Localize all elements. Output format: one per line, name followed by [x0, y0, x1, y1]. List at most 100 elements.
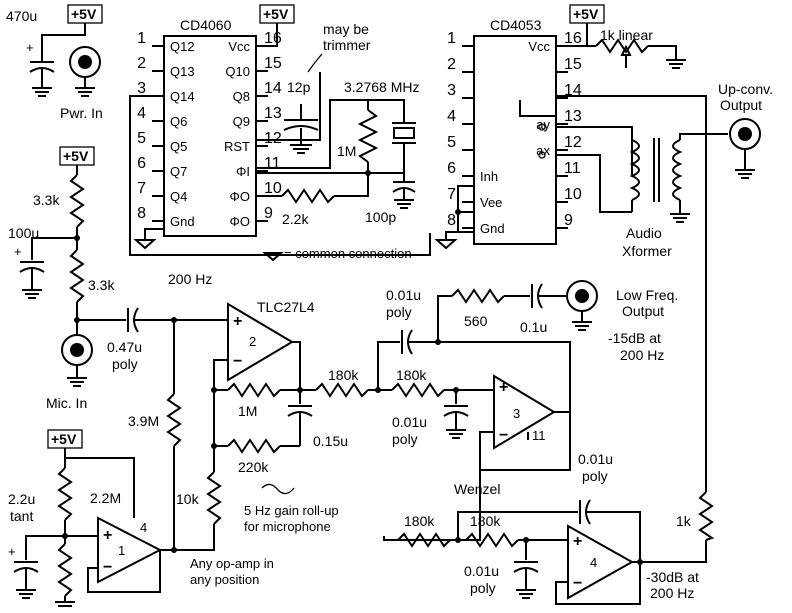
cd4060-pin-name: Q14 [170, 89, 195, 104]
cd4060-pin-name: Q7 [170, 164, 187, 179]
cd4053-pin-name: Inh [480, 169, 498, 184]
freq-200hz: 200 Hz [168, 271, 212, 287]
cd4053-pin-number: 1 [447, 30, 456, 47]
cd4053-pin-number: 9 [564, 212, 573, 229]
r-2-2m-value: 2.2M [90, 490, 121, 506]
opamp-1-stage: +5V 2.2M 2.2u tant + + − 1 4 Any op-amp … [8, 429, 274, 607]
cd4053-pin-number: 2 [447, 56, 456, 73]
xformer-label: Audio [626, 225, 662, 241]
supply-label: +5V [63, 148, 89, 164]
cd4060-pin-number: 8 [137, 205, 146, 222]
cd4053-pin-number: 6 [447, 160, 456, 177]
cd4053-pin-number: 10 [564, 186, 582, 203]
cd4053-body [473, 35, 557, 245]
cap-001u-value: 0.01u [392, 414, 427, 430]
r-1k-value: 1k [676, 513, 692, 529]
cap-001u-value: 0.01u [386, 287, 421, 303]
cap-2-2u-value: 2.2u [8, 491, 35, 507]
svg-text:+: + [8, 544, 16, 559]
svg-text:+: + [14, 244, 22, 259]
cd4060-pin-number: 16 [264, 30, 282, 47]
cap-047u-type: poly [112, 356, 138, 372]
db30-label: -30dB at [646, 569, 699, 585]
cd4053-pin-name: ax [536, 143, 550, 158]
cap-01u-value: 0.1u [520, 319, 547, 335]
cd4060-pin-number: 10 [264, 180, 282, 197]
switch-ax-contact [538, 151, 546, 159]
opamp-3-number: 3 [513, 406, 520, 421]
opamp-3 [493, 374, 556, 450]
low-freq-label: Low Freq. [616, 287, 678, 303]
r-220k-value: 220k [238, 459, 269, 475]
opamp-2 [227, 302, 294, 382]
cap-015u-value: 0.15u [313, 433, 348, 449]
opamp-note: Any op-amp in [190, 556, 274, 571]
cd4060-pin-name: Q6 [170, 114, 187, 129]
opamp-4-stage: 180k 180k 0.01u poly 0.01u poly + − 4 1k… [383, 451, 715, 605]
opamp-2-number: 2 [249, 334, 256, 349]
opamp-4 [567, 524, 635, 600]
wenzel-label: Wenzel [454, 481, 500, 497]
cap-001u-type: poly [582, 468, 608, 484]
opamp-pin-4: 4 [140, 520, 147, 535]
cap-100p-value: 100p [365, 209, 396, 225]
cd4060-pin-number: 5 [137, 130, 146, 147]
cd4060-pin-name: RST [224, 139, 250, 154]
bias-3-9m-value: 3.9M [128, 413, 159, 429]
cap-2-2u-type: tant [10, 508, 33, 524]
svg-text:+: + [573, 533, 582, 550]
cap-001u-value: 0.01u [464, 563, 499, 579]
svg-text:+: + [233, 313, 242, 330]
svg-text:+: + [26, 40, 34, 55]
cd4053-pin-name: Gnd [480, 221, 505, 236]
cd4053-pin-number: 15 [564, 56, 582, 73]
r-180k-value: 180k [396, 367, 427, 383]
cd4060-pin-name: Q5 [170, 139, 187, 154]
cd4053-pin-name: Vcc [528, 39, 550, 54]
wenzel-filter-stage: 180k 180k 0.01u poly 0.01u poly + − 3 11 [300, 280, 678, 497]
cd4060-pin-name: ΦO [230, 214, 250, 229]
power-jack-center [78, 55, 92, 69]
cd4053-pin-number: 3 [447, 82, 456, 99]
supply-label: +5V [573, 6, 599, 22]
cd4053-pin-number: 7 [447, 186, 456, 203]
opamp-2-stage: + − 2 TLC27L4 3.9M 1M 0.15u 220k 10k 5 [128, 299, 348, 551]
cd4053-pin-number: 12 [564, 134, 582, 151]
mic-in-label: Mic. In [46, 395, 87, 411]
r-560-value: 560 [464, 313, 488, 329]
cap-001u-type: poly [386, 304, 412, 320]
common-connection-note: = common connection [284, 246, 412, 261]
opamp-pin-11: 11 [532, 428, 546, 443]
opamp-part: TLC27L4 [257, 299, 315, 315]
mic-input-section: +5V 3.3k 100u + 3.3k Mic. In 0.47u poly … [8, 146, 218, 411]
cd4053-pin-number: 8 [447, 212, 456, 229]
cd4060-pin-name: ΦI [236, 164, 250, 179]
svg-text:+: + [103, 527, 112, 544]
r-180k-value: 180k [470, 513, 501, 529]
cd4060-pin-number: 4 [137, 105, 146, 122]
cd4053-pin-number: 13 [564, 108, 582, 125]
cd4060-pin-number: 6 [137, 155, 146, 172]
rolloff-note: 5 Hz gain roll-up [244, 503, 339, 518]
svg-text:−: − [233, 353, 242, 370]
cap-12p-value: 12p [287, 79, 311, 95]
cd4053-pin-number: 5 [447, 134, 456, 151]
svg-text:−: − [499, 427, 508, 444]
cap-001u-type: poly [392, 431, 418, 447]
audio-transformer: Audio Xformer Up-conv. Output [622, 81, 773, 259]
cd4060-pin-name: Q12 [170, 39, 195, 54]
r-10k-value: 10k [176, 491, 200, 507]
mic-bias-3-3k-value: 3.3k [33, 192, 60, 208]
svg-text:−: − [573, 575, 582, 592]
opamp-1 [97, 516, 163, 584]
cap-001u-value: 0.01u [578, 451, 613, 467]
rolloff-note: for microphone [244, 519, 331, 534]
r-180k-value: 180k [328, 367, 359, 383]
cd4060-pin-name: Vcc [228, 39, 250, 54]
osc-1m-value: 1M [337, 143, 356, 159]
cd4053-pin-number: 4 [447, 108, 456, 125]
cd4060-pin-number: 11 [264, 155, 281, 172]
cd4060-pin-number: 3 [137, 80, 146, 97]
